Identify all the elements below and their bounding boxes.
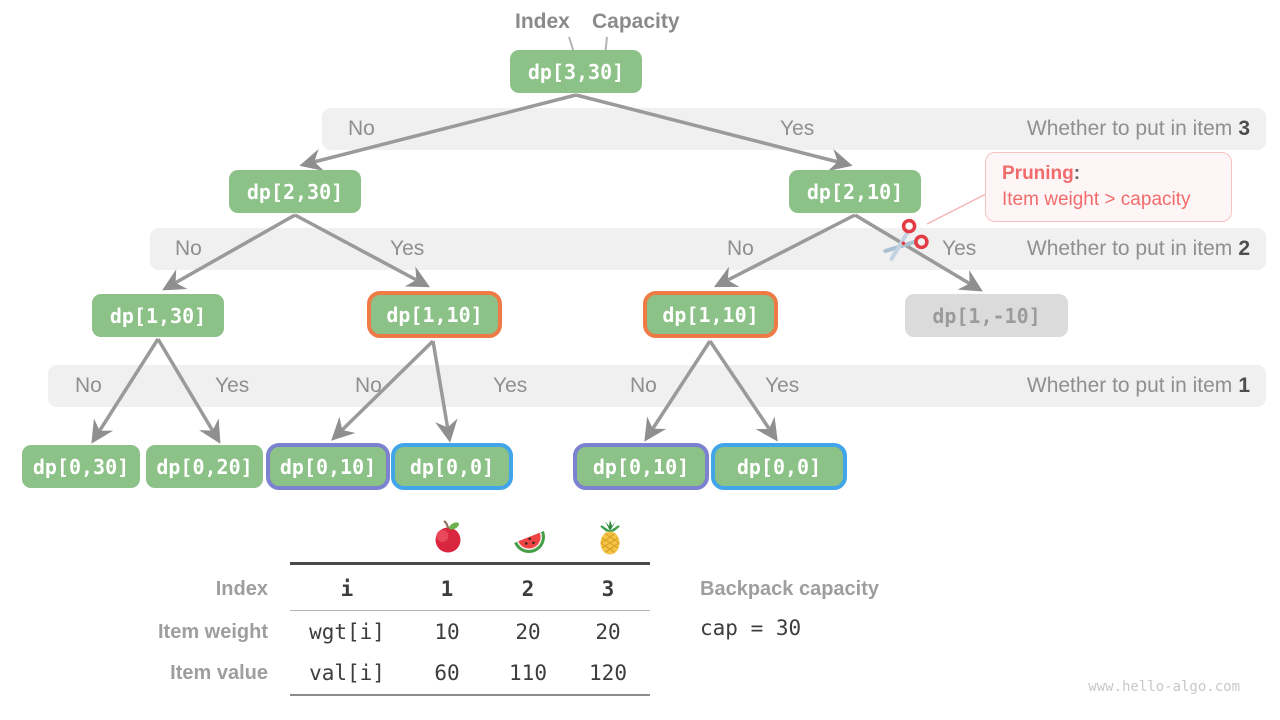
- question-item-number: 1: [1238, 374, 1250, 397]
- dp-node-0-30: dp[0,30]: [22, 445, 140, 488]
- pineapple-icon: [600, 520, 620, 555]
- dp-node-0-0-duplicate: dp[0,0]: [391, 443, 513, 490]
- question-item-number: 2: [1238, 237, 1250, 260]
- watermelon-icon: [514, 531, 545, 553]
- question-text: Whether to put in item: [1026, 374, 1233, 397]
- backpack-capacity-value: cap = 30: [700, 616, 802, 640]
- dp-node-1-10-highlighted: dp[1,10]: [367, 291, 502, 338]
- dp-node-0-10-duplicate: dp[0,10]: [573, 443, 709, 490]
- table-cell: 20: [595, 620, 621, 644]
- table-cell: 110: [509, 661, 547, 685]
- table-cell: 3: [601, 577, 615, 601]
- dp-node-1-neg10-pruned: dp[1,-10]: [905, 294, 1068, 337]
- table-cell: wgt[i]: [309, 620, 385, 644]
- pruning-title: Pruning: [1002, 163, 1074, 184]
- dp-node-2-30: dp[2,30]: [229, 170, 361, 213]
- edge-label-yes: Yes: [765, 374, 800, 397]
- edge-label-yes: Yes: [942, 237, 977, 260]
- table-cell: i: [340, 577, 354, 601]
- edge-label-yes: Yes: [390, 237, 425, 260]
- question-text: Whether to put in item: [1026, 237, 1233, 260]
- edge-label-no: No: [175, 237, 202, 260]
- backpack-capacity-label: Backpack capacity: [700, 578, 880, 600]
- edge-label-no: No: [75, 374, 102, 397]
- edge-label-no: No: [348, 117, 375, 140]
- table-cell: 1: [440, 577, 454, 601]
- table-cell: 2: [521, 577, 535, 601]
- table-row-label-weight: Item weight: [157, 621, 268, 643]
- pruning-description: Item weight > capacity: [1002, 189, 1191, 210]
- table-bottom-rule: [290, 694, 650, 696]
- edge-label-yes: Yes: [215, 374, 250, 397]
- edge-label-no: No: [630, 374, 657, 397]
- table-row-label-index: Index: [215, 578, 268, 600]
- table-cell: 10: [434, 620, 460, 644]
- index-header-label: Index: [515, 10, 570, 33]
- dp-node-3-30: dp[3,30]: [510, 50, 642, 93]
- scissors-icon: [883, 218, 929, 261]
- edge-label-no: No: [727, 237, 754, 260]
- table-cell: 20: [515, 620, 541, 644]
- question-text: Whether to put in item: [1026, 117, 1233, 140]
- capacity-header-label: Capacity: [592, 10, 680, 33]
- table-row-label-value: Item value: [170, 662, 268, 684]
- pruning-connector-line: [926, 193, 987, 225]
- edge-label-yes: Yes: [493, 374, 528, 397]
- dp-node-0-10-duplicate: dp[0,10]: [266, 443, 390, 490]
- table-mid-rule: [290, 610, 650, 611]
- dp-node-2-10: dp[2,10]: [789, 170, 921, 213]
- dp-node-0-20: dp[0,20]: [146, 445, 263, 488]
- decision-band-item1: No Yes No Yes No Yes Whether to put in i…: [48, 365, 1266, 407]
- edge-label-yes: Yes: [780, 117, 815, 140]
- table-cell: val[i]: [309, 661, 385, 685]
- dp-node-1-30: dp[1,30]: [92, 294, 224, 337]
- table-top-rule: [290, 562, 650, 565]
- watermark: www.hello-algo.com: [1088, 679, 1240, 695]
- edge-label-no: No: [355, 374, 382, 397]
- table-cell: 120: [589, 661, 627, 685]
- dp-node-1-10-highlighted: dp[1,10]: [643, 291, 778, 338]
- table-cell: 60: [434, 661, 460, 685]
- dp-node-0-0-duplicate: dp[0,0]: [711, 443, 847, 490]
- apple-icon: [435, 520, 461, 553]
- pruning-colon: :: [1073, 163, 1081, 184]
- question-item-number: 3: [1238, 117, 1250, 140]
- pruning-callout: Pruning: Item weight > capacity: [985, 152, 1232, 222]
